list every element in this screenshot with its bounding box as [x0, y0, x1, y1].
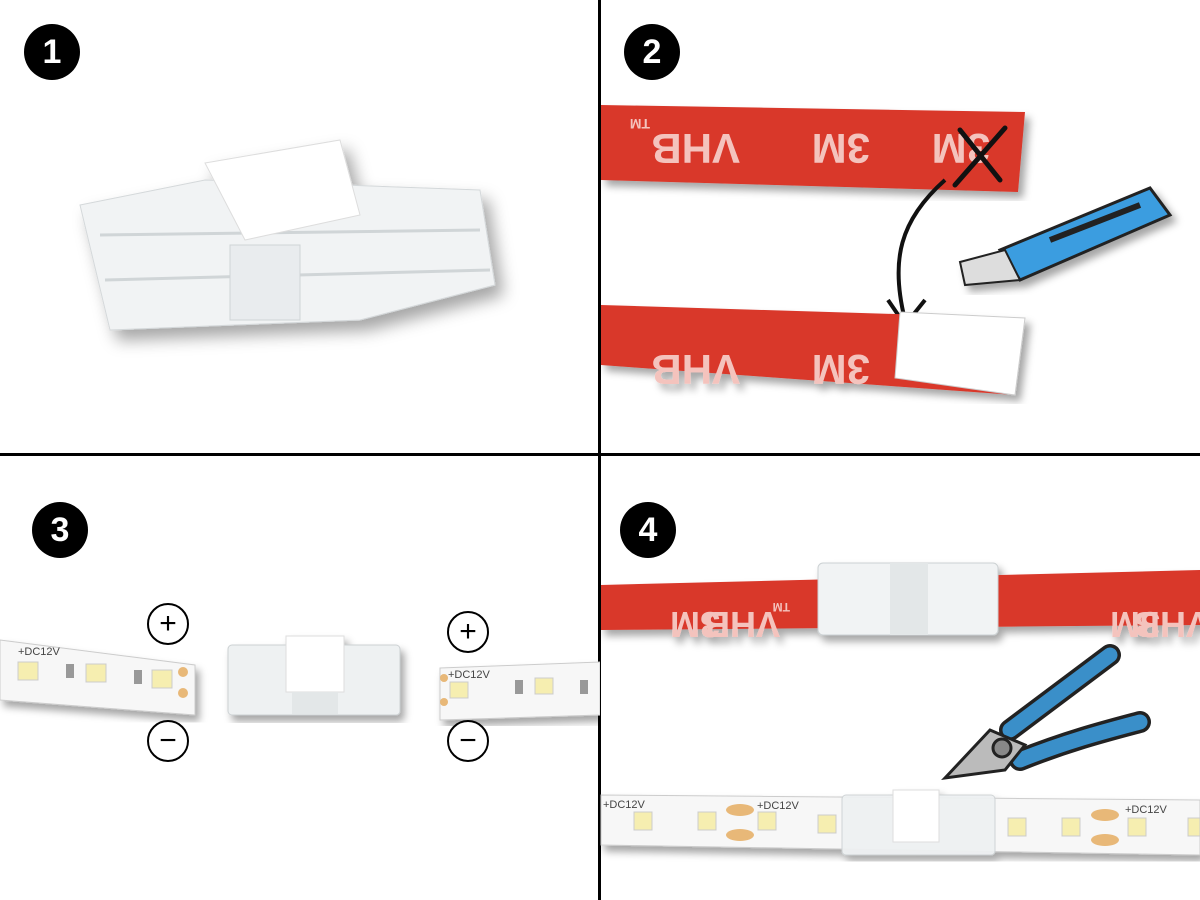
negative-polarity-icon: − — [147, 720, 189, 762]
led-strip-left: +DC12V — [0, 639, 196, 716]
tape-3m-logo: 3M — [812, 125, 870, 172]
tape-cutting-illustration: 3M VHB TM 3M 3M VHB — [601, 105, 1173, 396]
led-strip-right: +DC12V — [439, 661, 600, 721]
tape-vhb-logo: VHB — [704, 604, 780, 645]
tape-strip-top: 3M VHB TM 3M — [601, 105, 1025, 192]
tape-trademark: TM — [630, 116, 650, 132]
voltage-label: +DC12V — [603, 799, 646, 811]
tape-vhb-logo: VHB — [1134, 604, 1200, 645]
strip-connector — [227, 635, 401, 716]
pliers-icon — [941, 644, 1151, 781]
voltage-label: +DC12V — [18, 646, 61, 658]
step-number-badge: 1 — [24, 24, 80, 80]
tape-3m-logo: 3M — [812, 346, 870, 393]
vertical-divider — [598, 0, 601, 900]
tape-trademark: TM — [773, 600, 790, 614]
tape-3m-logo: 3M — [1110, 604, 1160, 645]
positive-polarity-icon: + — [147, 603, 189, 645]
tape-vhb-logo: VHB — [651, 346, 740, 393]
positive-polarity-icon: + — [447, 611, 489, 653]
strip-connector-illustration — [79, 139, 496, 331]
utility-knife-icon — [958, 186, 1173, 287]
voltage-label: +DC12V — [757, 800, 800, 812]
tape-3m-logo: 3M — [670, 604, 720, 645]
cross-mark-icon — [952, 125, 1008, 188]
curved-arrow-icon — [896, 178, 947, 321]
tape-vhb-logo: VHB — [651, 125, 740, 172]
tape-strip-bottom: 3M VHB — [601, 305, 1026, 396]
horizontal-divider — [0, 453, 1200, 456]
voltage-label: +DC12V — [448, 669, 491, 681]
led-strip-joined: +DC12V +DC12V +DC12V — [600, 789, 1200, 856]
tape-with-connector: 3M VHB TM 3M VHB — [601, 562, 1200, 645]
negative-polarity-icon: − — [447, 720, 489, 762]
voltage-label: +DC12V — [1125, 804, 1168, 816]
step-number-badge: 4 — [620, 502, 676, 558]
step-number-badge: 3 — [32, 502, 88, 558]
led-strip-connection-illustration: +DC12V +DC12V — [0, 635, 600, 721]
step-number-badge: 2 — [624, 24, 680, 80]
